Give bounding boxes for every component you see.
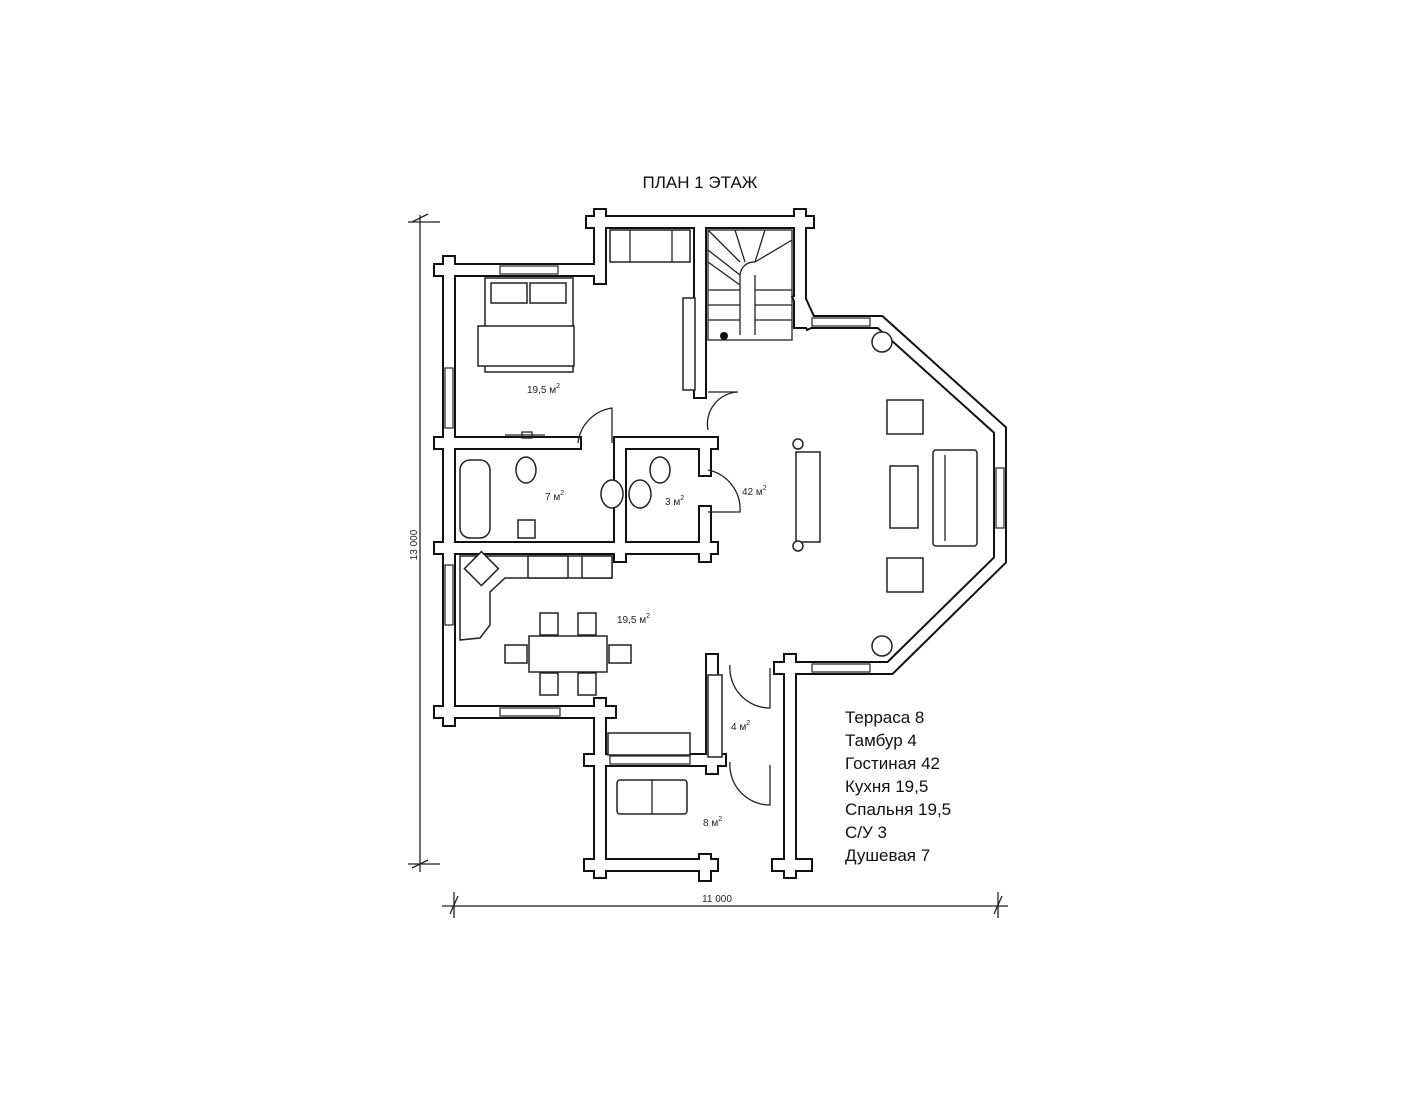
terrace-area: 8 м — [703, 818, 718, 829]
furniture — [459, 229, 978, 815]
living-area: 42 м — [742, 487, 763, 498]
svg-text:3 м2: 3 м2 — [665, 495, 684, 508]
legend-item: Душевая 7 — [845, 846, 930, 865]
windows — [444, 265, 1005, 765]
height-label: 13 000 — [409, 529, 420, 560]
dimension-height: 13 000 — [408, 213, 440, 872]
sofa — [932, 449, 978, 547]
wc-area: 3 м — [665, 497, 680, 508]
plan-title: ПЛАН 1 ЭТАЖ — [643, 173, 758, 192]
cabinet — [581, 555, 613, 579]
legend-item: Спальня 19,5 — [845, 800, 951, 819]
column-dot — [720, 332, 728, 340]
radiator — [505, 431, 545, 439]
armchair-2 — [886, 557, 924, 593]
svg-text:42 м2: 42 м2 — [742, 485, 767, 498]
dimension-width: 11 000 — [442, 892, 1008, 918]
svg-text:19,5 м2: 19,5 м2 — [617, 613, 650, 626]
svg-text:8 м2: 8 м2 — [703, 816, 722, 829]
room-labels: 19,5 м2 7 м2 3 м2 42 м2 19,5 м2 4 м2 8 м… — [527, 383, 767, 829]
chair-round-2 — [871, 635, 893, 657]
staircase — [707, 229, 793, 341]
shelf — [682, 297, 696, 391]
legend-item: Терраса 8 — [845, 708, 924, 727]
wardrobe — [609, 229, 691, 263]
bedroom-area: 19,5 м — [527, 385, 556, 396]
area-legend: Терраса 8 Тамбур 4 Гостиная 42 Кухня 19,… — [845, 708, 951, 865]
dining-table — [504, 612, 632, 696]
bed — [477, 277, 575, 373]
svg-text:4 м2: 4 м2 — [731, 720, 750, 733]
doors — [577, 391, 771, 806]
legend-item: Тамбур 4 — [845, 731, 917, 750]
tv-stand — [792, 438, 821, 552]
legend-item: Гостиная 42 — [845, 754, 940, 773]
legend-item: С/У 3 — [845, 823, 887, 842]
sink-2 — [628, 479, 652, 509]
shower-area: 7 м — [545, 492, 560, 503]
svg-text:19,5 м2: 19,5 м2 — [527, 383, 560, 396]
kitchen-area: 19,5 м — [617, 615, 646, 626]
shoe-cabinet — [607, 732, 691, 756]
vestibule-area: 4 м — [731, 722, 746, 733]
coat-rack — [707, 674, 723, 758]
legend-item: Кухня 19,5 — [845, 777, 928, 796]
kitchen-sink — [527, 555, 569, 579]
chair-round — [871, 331, 893, 353]
armchair — [886, 399, 924, 435]
stove — [463, 550, 500, 587]
washing-machine — [517, 519, 536, 539]
svg-text:7 м2: 7 м2 — [545, 490, 564, 503]
toilet-2 — [649, 456, 671, 484]
coffee-table — [889, 465, 919, 529]
toilet — [515, 456, 537, 484]
sink — [600, 479, 624, 509]
width-label: 11 000 — [702, 894, 732, 905]
bathtub — [459, 459, 491, 539]
